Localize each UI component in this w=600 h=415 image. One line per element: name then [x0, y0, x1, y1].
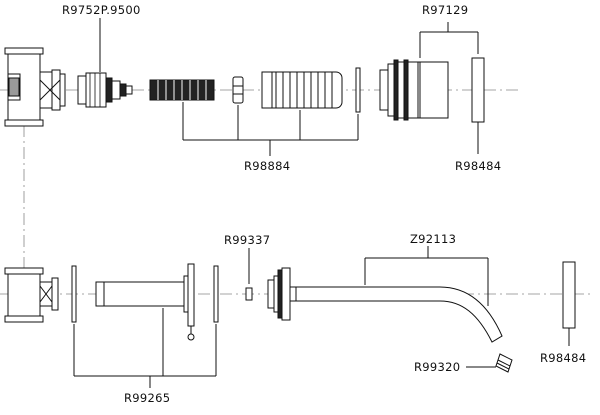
threaded-sleeve-part — [149, 79, 215, 101]
cover-plate-top-part — [471, 57, 485, 123]
label-r9752p: R9752P.9500 — [62, 3, 141, 17]
label-r98484-top: R98484 — [455, 159, 501, 173]
label-r99320: R99320 — [414, 360, 460, 374]
cartridge-part — [77, 72, 133, 108]
cover-plate-bottom-part — [562, 261, 576, 329]
spindle-rod-part — [95, 263, 195, 327]
leader-r98884 — [182, 102, 359, 156]
spout-part — [267, 267, 503, 343]
bottom-valve-body — [4, 267, 59, 323]
gasket-left-part — [71, 265, 77, 323]
label-r97129: R97129 — [422, 3, 468, 17]
small-nut-part — [232, 76, 244, 104]
label-z92113: Z92113 — [410, 232, 456, 246]
label-r99265: R99265 — [124, 391, 170, 405]
extension-tube-part — [261, 71, 343, 109]
leader-r97129 — [419, 22, 479, 58]
top-valve-body — [4, 47, 66, 127]
label-r98484-bottom: R98484 — [540, 351, 586, 365]
small-screw-part — [187, 326, 195, 341]
gasket-right-part — [213, 265, 219, 323]
label-r98884: R98884 — [244, 159, 290, 173]
seal-ring-part — [355, 67, 361, 113]
small-insert-part — [245, 287, 253, 301]
label-r99337: R99337 — [224, 233, 270, 247]
leader-r99265 — [73, 308, 217, 388]
leader-z92113 — [364, 246, 489, 306]
flange-part — [379, 59, 449, 121]
aerator-part — [495, 353, 513, 373]
center-axes — [0, 89, 590, 295]
